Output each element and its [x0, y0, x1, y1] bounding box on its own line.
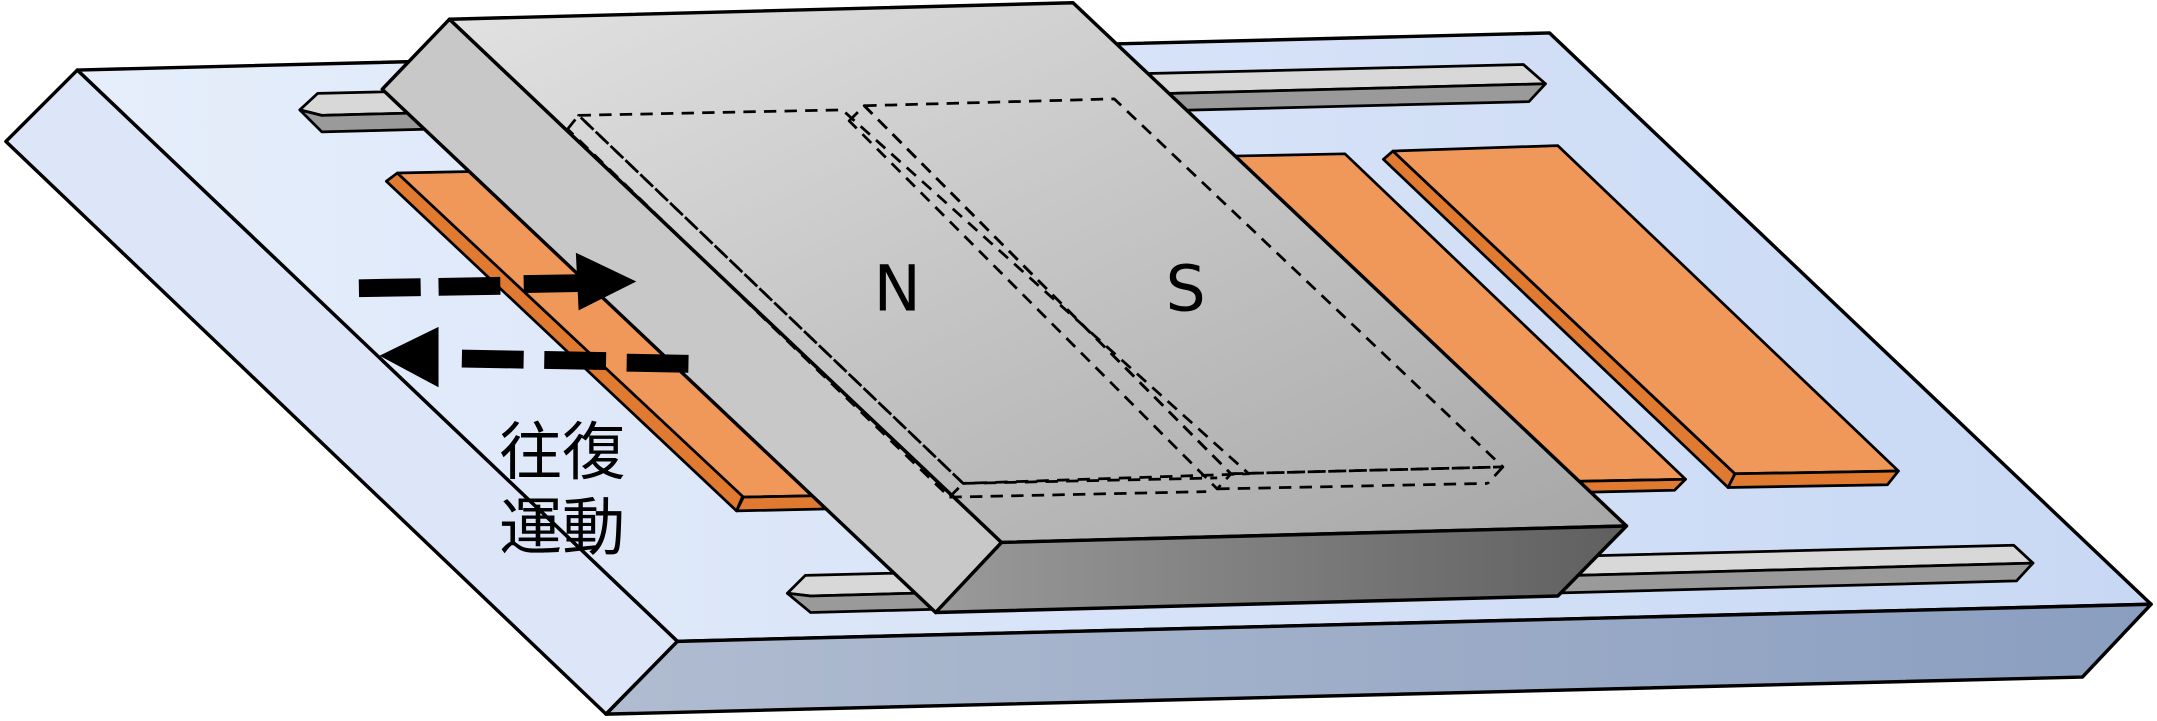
coil-b-front	[1726, 469, 1900, 489]
north-pole-label: N	[874, 251, 921, 325]
magnet-front-face	[933, 524, 1629, 615]
motion-label-line2: 運動	[499, 490, 625, 564]
south-pole-label: S	[1166, 251, 1206, 325]
hidden-coil-outlines	[566, 97, 1505, 499]
left-arrow	[379, 326, 689, 388]
base-front-face	[604, 602, 2153, 716]
right-arrow	[358, 252, 637, 311]
motion-label-line1: 往復	[499, 415, 625, 489]
